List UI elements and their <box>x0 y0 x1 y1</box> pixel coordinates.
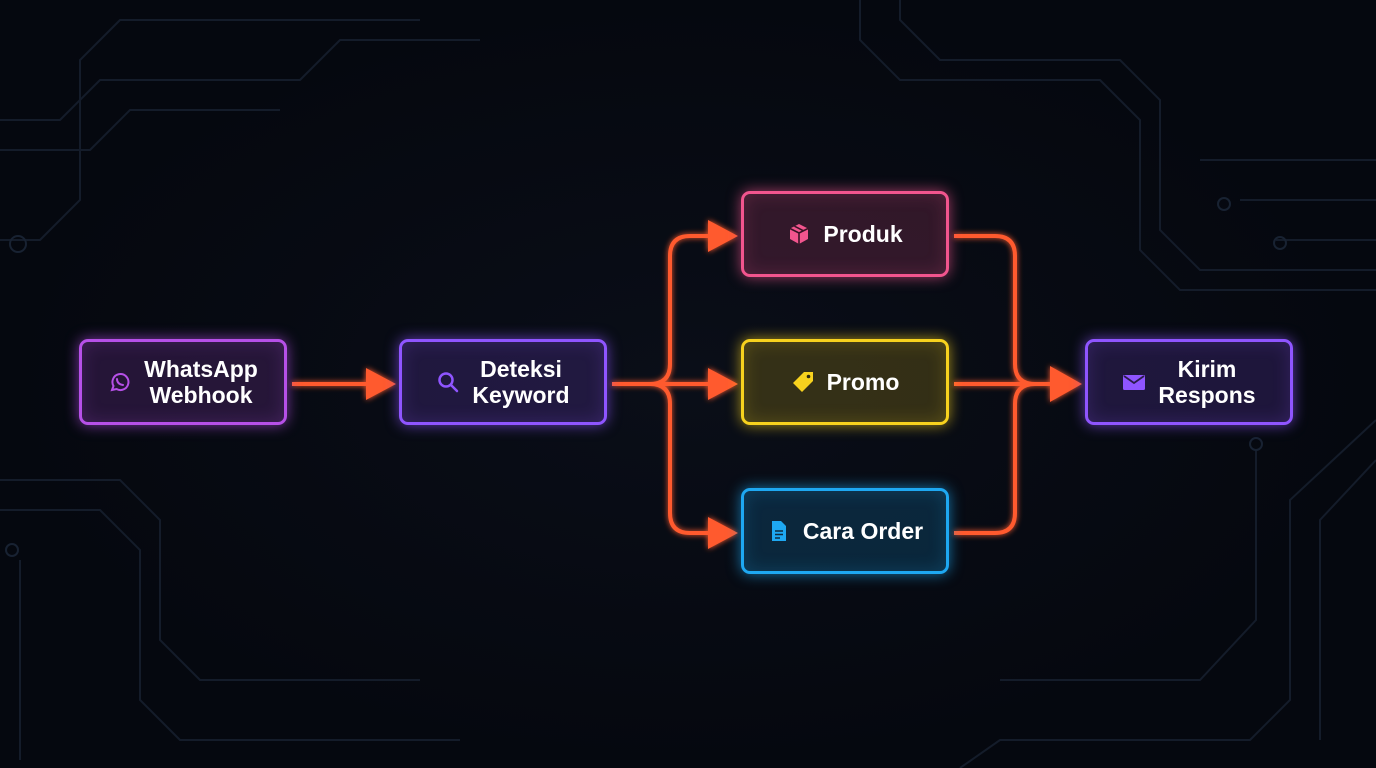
connector-produk-kirim <box>954 234 1036 386</box>
node-label: Kirim <box>1177 356 1237 382</box>
node-produk[interactable]: Produk <box>741 191 949 277</box>
node-label: Cara Order <box>802 518 924 544</box>
package-icon <box>787 222 811 246</box>
node-label: Promo <box>826 369 900 395</box>
search-icon <box>436 370 460 394</box>
connector-cara-order-kirim <box>954 382 1036 535</box>
tag-icon <box>791 370 815 394</box>
mail-icon <box>1122 370 1146 394</box>
node-label: Keyword <box>472 382 570 408</box>
node-label: WhatsApp <box>144 356 258 382</box>
connector-deteksi-produk <box>612 234 712 386</box>
connector-deteksi-cara-order <box>612 382 712 535</box>
arrowhead <box>708 368 738 400</box>
node-cara-order[interactable]: Cara Order <box>741 488 949 574</box>
node-label: Deteksi <box>480 356 562 382</box>
node-label: Webhook <box>149 382 253 408</box>
node-promo[interactable]: Promo <box>741 339 949 425</box>
arrowhead <box>366 368 396 400</box>
node-label: Produk <box>823 221 903 247</box>
node-label: Respons <box>1158 382 1256 408</box>
arrowhead <box>708 517 738 549</box>
arrowhead <box>708 220 738 252</box>
document-icon <box>767 519 791 543</box>
arrowhead <box>1050 366 1082 402</box>
whatsapp-icon <box>108 370 132 394</box>
